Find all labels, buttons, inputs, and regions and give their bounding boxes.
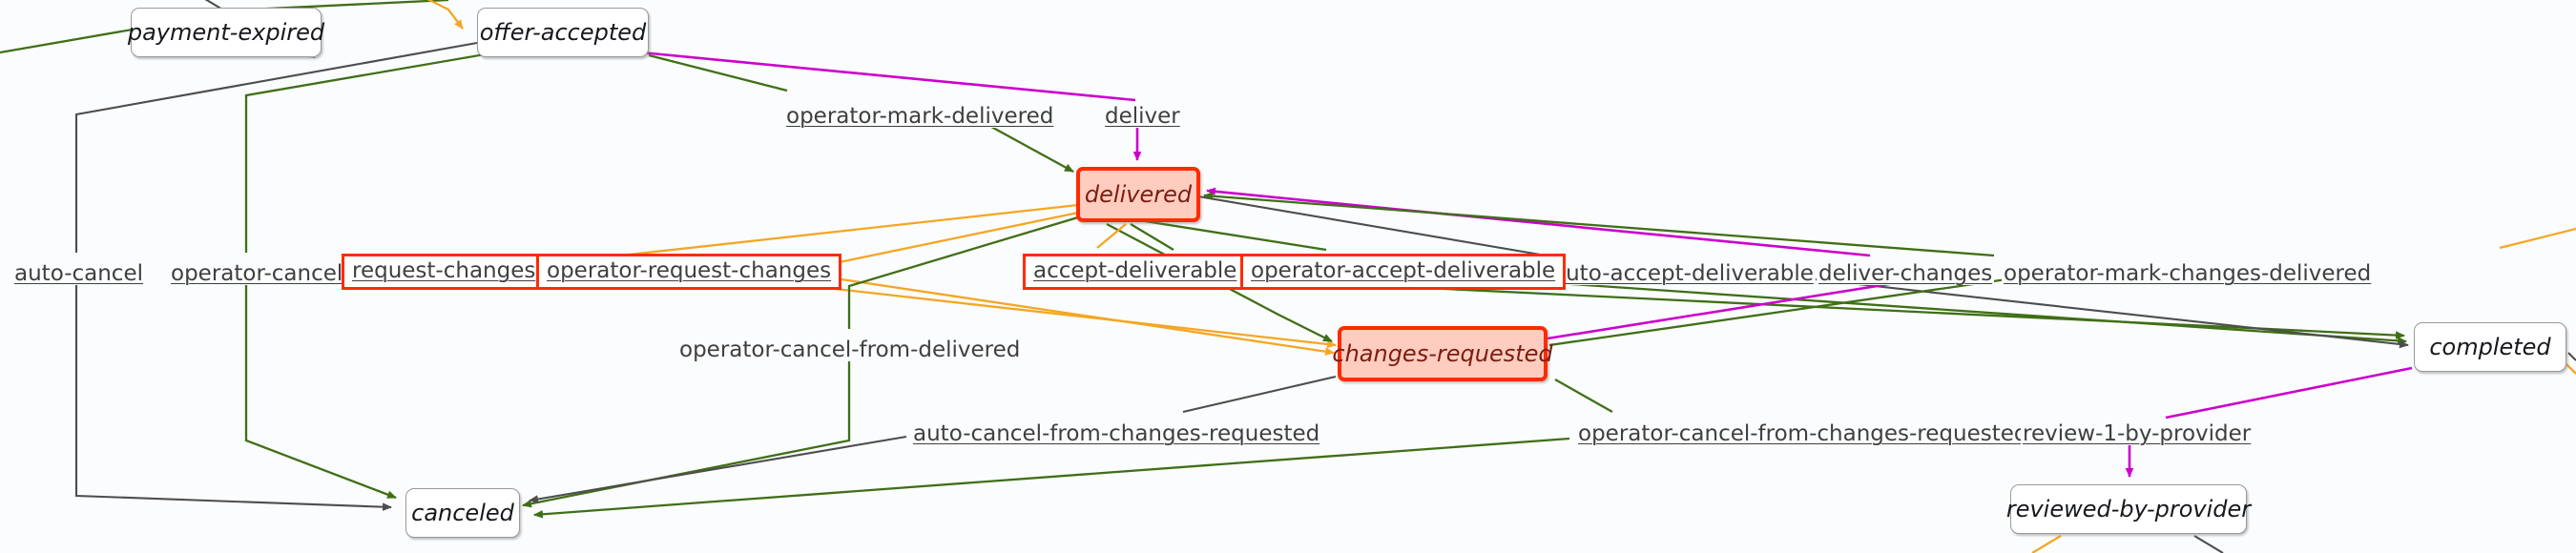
state-node-payment-expired[interactable]: payment-expired xyxy=(128,8,324,57)
state-label: canceled xyxy=(411,500,514,526)
state-node-delivered[interactable]: delivered xyxy=(1076,167,1200,222)
state-label: changes-requested xyxy=(1332,340,1553,367)
edge-label-operator-cancel[interactable]: operator-cancel xyxy=(169,261,345,286)
state-label: completed xyxy=(2429,334,2551,360)
edge-label-deliver[interactable]: deliver xyxy=(1103,104,1182,129)
edge-label-operator-accept-deliverable[interactable]: operator-accept-deliverable xyxy=(1240,254,1567,291)
state-node-canceled[interactable]: canceled xyxy=(405,488,520,538)
state-label: payment-expired xyxy=(127,19,325,46)
edge-label-auto-cancel[interactable]: auto-cancel xyxy=(12,261,145,286)
edge-label-operator-cancel-from-delivered[interactable]: operator-cancel-from-delivered xyxy=(677,338,1023,362)
edge-label-request-changes[interactable]: request-changes xyxy=(342,254,547,291)
state-node-changes-requested[interactable]: changes-requested xyxy=(1332,326,1553,381)
edge-label-operator-mark-delivered[interactable]: operator-mark-delivered xyxy=(784,104,1056,129)
state-node-offer-accepted[interactable]: offer-accepted xyxy=(477,8,649,57)
state-node-reviewed-by-provider[interactable]: reviewed-by-provider xyxy=(2006,484,2251,534)
state-node-completed[interactable]: completed xyxy=(2414,322,2566,372)
edge-label-auto-accept-deliverable[interactable]: auto-accept-deliverable xyxy=(1550,261,1816,286)
edge-label-review-1-by-provider[interactable]: review-1-by-provider xyxy=(2021,421,2254,446)
edge-label-operator-cancel-from-changes-requested[interactable]: operator-cancel-from-changes-requested xyxy=(1576,421,2030,446)
state-label: offer-accepted xyxy=(479,19,647,46)
edge-label-operator-mark-changes-delivered[interactable]: operator-mark-changes-delivered xyxy=(2002,261,2374,286)
edge-label-operator-request-changes[interactable]: operator-request-changes xyxy=(536,254,842,291)
state-label: reviewed-by-provider xyxy=(2005,496,2252,522)
state-label: delivered xyxy=(1084,181,1193,208)
edge-label-auto-cancel-from-changes-requested[interactable]: auto-cancel-from-changes-requested xyxy=(911,421,1322,446)
edge-label-accept-deliverable[interactable]: accept-deliverable xyxy=(1023,254,1248,291)
edge-label-deliver-changes[interactable]: deliver-changes xyxy=(1817,261,1995,286)
